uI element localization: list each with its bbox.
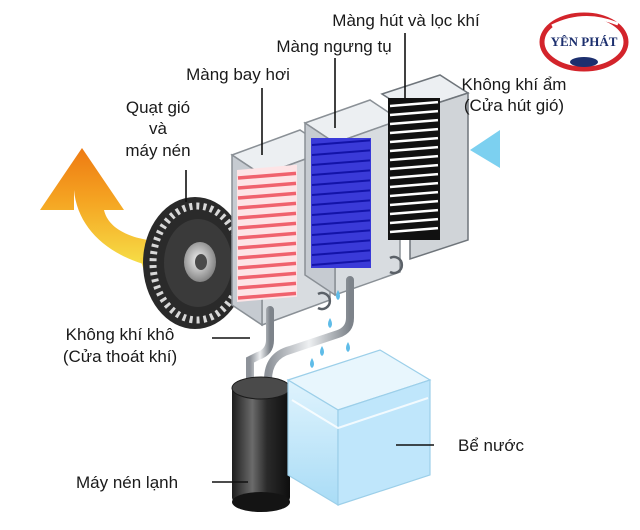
fin-stripe [311, 239, 371, 246]
fin-stripe [237, 251, 297, 260]
fin-stripe [389, 154, 439, 162]
logo-text: YÊN PHÁT [551, 34, 618, 49]
fin-stripe [389, 190, 439, 198]
fin-stripe [237, 241, 297, 250]
refrigerant-pipes [246, 276, 354, 396]
yenphat-logo: YÊN PHÁT [539, 12, 629, 72]
water-tank [286, 349, 432, 507]
fin-stripe [311, 139, 371, 146]
fin-stripe [389, 172, 439, 180]
humid-air-label-line1: Không khí ẩm [462, 75, 567, 94]
filter-membrane-label: Màng hút và lọc khí [332, 11, 480, 30]
fin-stripe [237, 171, 297, 180]
fin-stripe [311, 229, 371, 236]
fin-stripe [237, 191, 297, 200]
evaporator-panel [230, 129, 332, 327]
fan-label-line3: máy nén [125, 141, 190, 160]
fin-stripe [389, 208, 439, 216]
fan-label-line1: Quạt gió [126, 98, 190, 117]
fin-stripe [389, 145, 439, 153]
fin-stripe [311, 249, 371, 256]
fan [143, 197, 247, 329]
fin-stripe [237, 181, 297, 190]
fin-stripe [311, 209, 371, 216]
evaporator-label: Màng bay hơi [186, 65, 290, 84]
fin-stripe [311, 159, 371, 166]
logo-ring [539, 12, 629, 72]
compressor-label: Máy nén lạnh [76, 473, 178, 492]
fin-stripe [389, 181, 439, 189]
fin-stripe [389, 199, 439, 207]
fin-stripe [389, 109, 439, 117]
fin-stripe [237, 291, 297, 300]
dry-air-label-line1: Không khí khô [66, 325, 175, 344]
fin-stripe [311, 189, 371, 196]
fin-stripe [237, 221, 297, 230]
fin-stripe [389, 127, 439, 135]
dry-air-label-line2: (Cửa thoát khí) [63, 347, 177, 366]
filter-panel [380, 74, 470, 261]
fin-stripe [237, 231, 297, 240]
fin-stripe [311, 149, 371, 156]
compressor [231, 376, 291, 512]
fin-stripe [311, 179, 371, 186]
logo-base [570, 57, 598, 67]
fin-stripe [389, 118, 439, 126]
fin-stripe [237, 261, 297, 270]
fin-stripe [311, 219, 371, 226]
fin-stripe [311, 199, 371, 206]
fin-stripe [389, 136, 439, 144]
fin-stripe [237, 271, 297, 280]
water-tank-label: Bể nước [458, 436, 524, 455]
fin-stripe [237, 201, 297, 210]
condenser-label: Màng ngưng tụ [276, 37, 391, 56]
condenser-panel [303, 99, 404, 297]
fin-stripe [389, 100, 439, 108]
fin-stripe [389, 226, 439, 234]
fin-stripe [311, 259, 371, 266]
fin-stripe [237, 281, 297, 290]
fin-stripe [237, 211, 297, 220]
leader-lines [185, 33, 434, 483]
fin-stripe [389, 163, 439, 171]
fin-stripe [311, 169, 371, 176]
humid-air-label-line2: (Cửa hút gió) [464, 96, 564, 115]
dry-air-arrow [40, 148, 175, 270]
fan-label-line2: và [149, 119, 168, 138]
fin-stripe [389, 217, 439, 225]
